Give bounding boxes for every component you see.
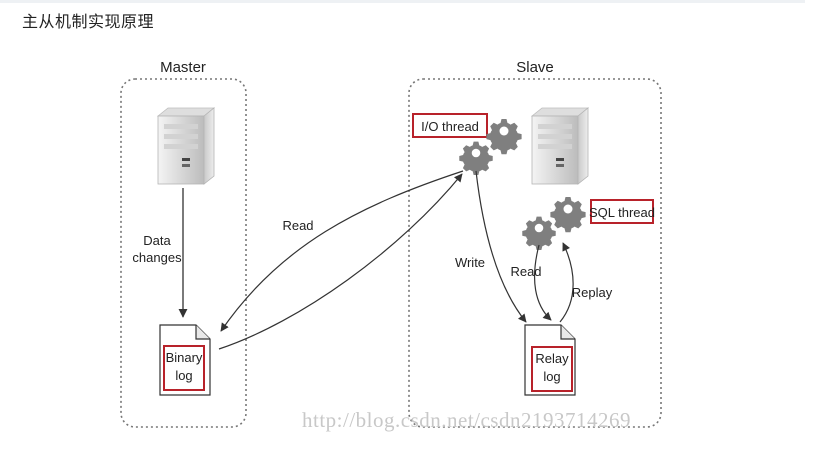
sql-read-label: Read — [510, 264, 541, 279]
io-gear-icon-2 — [459, 141, 493, 176]
io-thread-box — [412, 113, 488, 138]
watermark: http://blog.csdn.net/csdn2193714269 — [302, 408, 631, 432]
sql-gear-icon-1 — [550, 197, 586, 233]
slave-panel — [408, 78, 662, 428]
relay-log-label-2: log — [543, 369, 560, 384]
binary-log-label-1: Binary — [166, 350, 203, 365]
sql-thread-box — [590, 199, 654, 224]
page-title: 主从机制实现原理 — [22, 12, 155, 31]
replay-label: Replay — [572, 285, 613, 300]
binary-log-label-2: log — [175, 368, 192, 383]
replay-arrow — [559, 242, 574, 323]
io-thread-label: I/O thread — [421, 119, 479, 134]
data-changes-label-1: Data — [143, 233, 171, 248]
binary-log-highlight — [163, 345, 205, 391]
top-divider — [0, 0, 805, 3]
io-gear-icon-1 — [486, 119, 522, 155]
read-request-arrow — [220, 170, 464, 332]
master-server-icon — [157, 107, 215, 185]
read-response-arrow — [218, 173, 463, 350]
sql-thread-label: SQL thread — [589, 205, 655, 220]
master-title: Master — [160, 59, 206, 76]
slave-server-icon — [531, 107, 589, 185]
write-arrow — [475, 170, 527, 323]
relay-log-highlight — [531, 346, 573, 392]
relay-log-label-1: Relay — [535, 351, 569, 366]
slave-title: Slave — [516, 59, 554, 76]
read-label: Read — [282, 218, 313, 233]
sql-read-arrow — [533, 244, 552, 321]
write-label: Write — [455, 255, 485, 270]
data-changes-label-2: changes — [132, 250, 182, 265]
